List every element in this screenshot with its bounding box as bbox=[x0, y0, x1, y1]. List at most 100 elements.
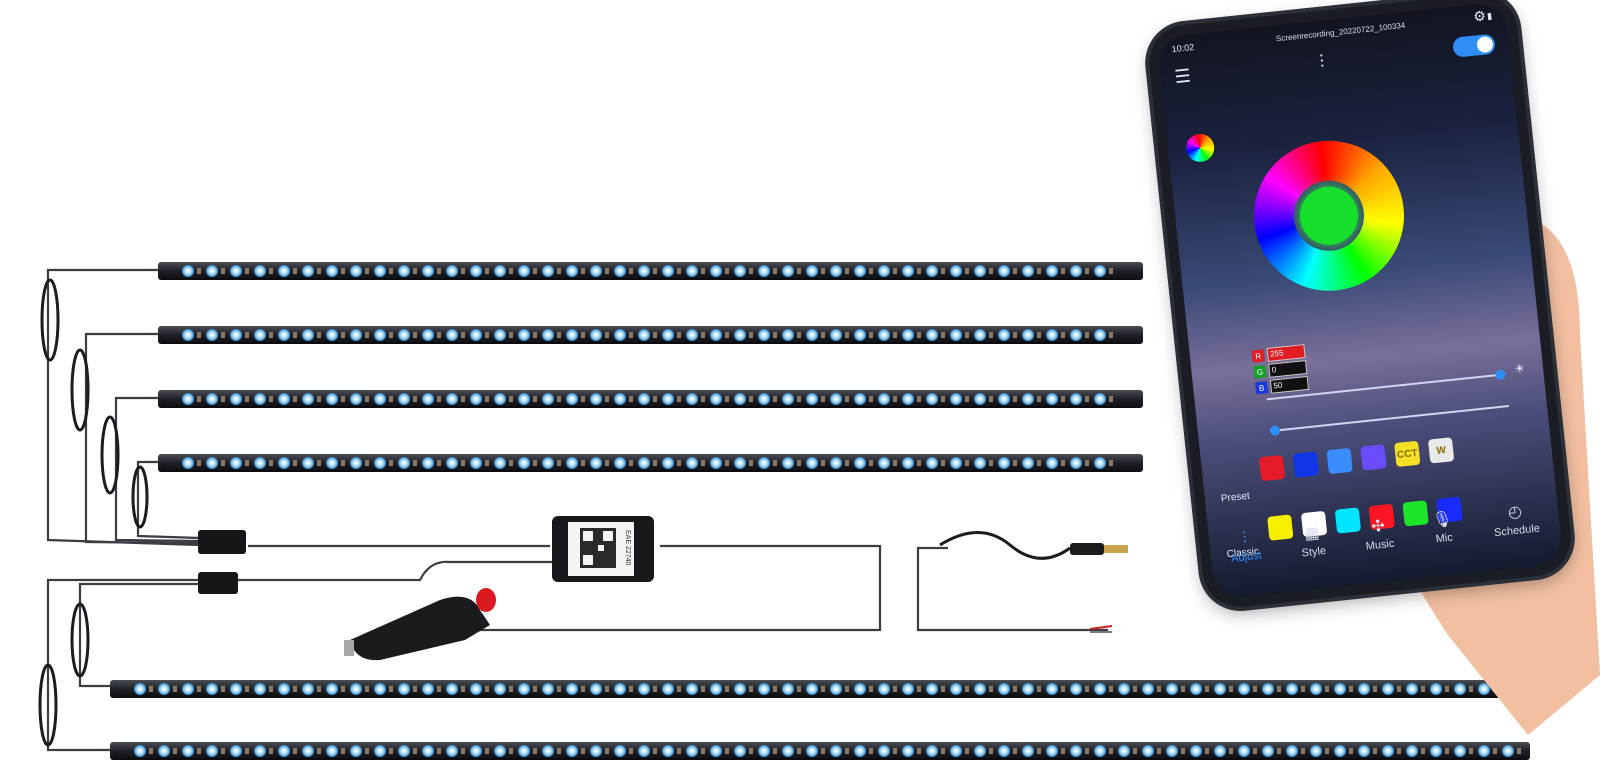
resistor bbox=[989, 686, 993, 692]
resistor bbox=[1373, 686, 1377, 692]
speed-slider[interactable] bbox=[1269, 405, 1509, 437]
resistor bbox=[269, 460, 273, 466]
led-chip bbox=[518, 393, 530, 405]
resistor bbox=[437, 396, 441, 402]
led-chip bbox=[614, 457, 626, 469]
swatch-blue[interactable] bbox=[1292, 451, 1320, 478]
tab-label: Style bbox=[1301, 544, 1327, 560]
resistor bbox=[1085, 686, 1089, 692]
resistor bbox=[245, 268, 249, 274]
led-chip bbox=[662, 265, 674, 277]
tab-schedule[interactable]: ◴Schedule bbox=[1491, 500, 1542, 557]
led-chip bbox=[494, 265, 506, 277]
swatch-white[interactable]: W bbox=[1427, 437, 1455, 464]
tab-label: Music bbox=[1365, 537, 1396, 553]
resistor bbox=[1109, 268, 1113, 274]
resistor bbox=[1277, 748, 1281, 754]
led-chip bbox=[758, 393, 770, 405]
led-chip bbox=[134, 683, 146, 695]
r-value[interactable]: 255 bbox=[1266, 344, 1306, 362]
power-toggle[interactable] bbox=[1452, 33, 1496, 58]
resistor bbox=[197, 748, 201, 754]
led-chip bbox=[350, 265, 362, 277]
brightness-knob[interactable] bbox=[1495, 369, 1507, 381]
led-chip bbox=[926, 265, 938, 277]
led-chip bbox=[1382, 683, 1394, 695]
led-strip bbox=[110, 742, 1530, 760]
led-chip bbox=[614, 329, 626, 341]
resistor bbox=[557, 748, 561, 754]
resistor bbox=[605, 396, 609, 402]
tab-music[interactable]: ✣Music bbox=[1363, 515, 1397, 570]
resistor bbox=[1517, 748, 1521, 754]
resistor bbox=[653, 748, 657, 754]
resistor bbox=[917, 332, 921, 338]
led-chip bbox=[782, 745, 794, 757]
led-chip bbox=[1094, 329, 1106, 341]
led-chip bbox=[1406, 683, 1418, 695]
resistor bbox=[293, 748, 297, 754]
led-chip bbox=[518, 745, 530, 757]
resistor bbox=[1181, 748, 1185, 754]
led-chip bbox=[710, 683, 722, 695]
led-chip bbox=[1238, 745, 1250, 757]
resistor bbox=[437, 686, 441, 692]
led-chip bbox=[878, 457, 890, 469]
swatch-sky[interactable] bbox=[1326, 447, 1353, 475]
led-chip bbox=[950, 683, 962, 695]
led-chip bbox=[446, 265, 458, 277]
swatch-violet[interactable] bbox=[1360, 444, 1387, 471]
b-value[interactable]: 50 bbox=[1269, 375, 1310, 394]
led-chip bbox=[518, 265, 530, 277]
led-chip bbox=[566, 745, 578, 757]
resistor bbox=[1229, 686, 1233, 692]
resistor bbox=[965, 268, 969, 274]
resistor bbox=[941, 686, 945, 692]
led-chip bbox=[446, 329, 458, 341]
menu-icon[interactable]: ☰ bbox=[1173, 65, 1192, 87]
resistor bbox=[509, 686, 513, 692]
led-chip bbox=[998, 745, 1010, 757]
color-wheel-mode-icon[interactable] bbox=[1184, 132, 1216, 164]
swatch-cct[interactable]: CCT bbox=[1394, 440, 1421, 468]
resistor bbox=[797, 332, 801, 338]
led-chip bbox=[902, 393, 914, 405]
resistor bbox=[197, 332, 201, 338]
settings-gear-icon[interactable]: ⚙ bbox=[1472, 7, 1487, 25]
led-chip bbox=[254, 393, 266, 405]
battery-icon: ▮ bbox=[1486, 10, 1493, 21]
led-chip bbox=[1358, 745, 1370, 757]
led-chip bbox=[950, 457, 962, 469]
led-chip bbox=[422, 683, 434, 695]
resistor bbox=[845, 332, 849, 338]
resistor bbox=[413, 686, 417, 692]
equalizer-icon[interactable]: ⫶ bbox=[1318, 50, 1326, 72]
g-value[interactable]: 0 bbox=[1268, 359, 1308, 378]
led-chip bbox=[734, 457, 746, 469]
speed-knob[interactable] bbox=[1269, 425, 1281, 437]
resistor bbox=[1037, 268, 1041, 274]
resistor bbox=[533, 686, 537, 692]
swatch-label: CCT bbox=[1396, 447, 1419, 461]
led-strip bbox=[110, 680, 1530, 698]
resistor bbox=[245, 460, 249, 466]
led-chip bbox=[1430, 745, 1442, 757]
led-chip bbox=[902, 329, 914, 341]
resistor bbox=[821, 460, 825, 466]
led-chip bbox=[278, 745, 290, 757]
led-chip bbox=[590, 393, 602, 405]
swatch-red[interactable] bbox=[1258, 454, 1286, 482]
led-chip bbox=[398, 265, 410, 277]
resistor bbox=[269, 748, 273, 754]
led-chip bbox=[662, 683, 674, 695]
tab-mic[interactable]: 🎙Mic bbox=[1431, 509, 1457, 563]
tab-style[interactable]: ▦Style bbox=[1299, 522, 1329, 576]
led-chip bbox=[710, 393, 722, 405]
resistor bbox=[1301, 748, 1305, 754]
resistor bbox=[869, 748, 873, 754]
led-chip bbox=[206, 457, 218, 469]
resistor bbox=[1061, 332, 1065, 338]
resistor bbox=[869, 396, 873, 402]
led-chip bbox=[710, 745, 722, 757]
tab-adjust[interactable]: ⫶Adjust bbox=[1228, 529, 1264, 584]
